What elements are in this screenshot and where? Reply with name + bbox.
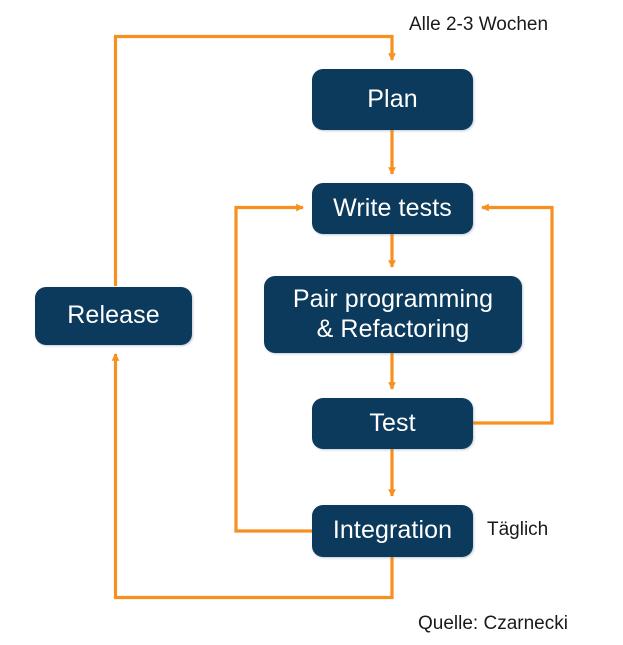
node-release[interactable]: Release bbox=[35, 287, 192, 345]
edge-release-to-plan bbox=[113, 34, 396, 286]
node-test[interactable]: Test bbox=[312, 398, 473, 449]
edge-test-to-write-tests bbox=[473, 203, 554, 425]
edge-integration-to-release bbox=[111, 353, 394, 600]
node-pair-programming-refactoring[interactable]: Pair programming & Refactoring bbox=[264, 276, 522, 353]
caption-source: Quelle: Czarnecki bbox=[418, 613, 568, 634]
edge-integration-to-write-tests bbox=[234, 203, 312, 533]
caption-daily: Täglich bbox=[487, 519, 549, 540]
caption-every-2-3-weeks: Alle 2-3 Wochen bbox=[409, 14, 549, 35]
node-plan[interactable]: Plan bbox=[312, 69, 473, 130]
node-write-tests[interactable]: Write tests bbox=[312, 183, 473, 234]
node-integration[interactable]: Integration bbox=[312, 505, 473, 557]
